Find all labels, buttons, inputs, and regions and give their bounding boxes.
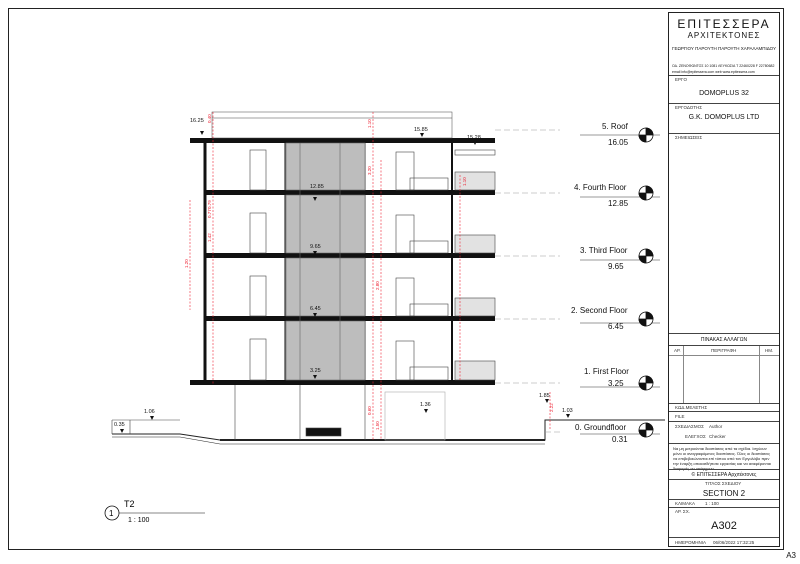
svg-text:1.42: 1.42 bbox=[207, 233, 212, 242]
drawing-title: SECTION 2 bbox=[702, 489, 746, 498]
sheet-number: A302 bbox=[711, 520, 737, 532]
notice: Να μη μετρούνται διαστάσεις από τα σχέδι… bbox=[669, 443, 779, 471]
spot-levels: 16.25 15.85 15.28 12.85 9.65 6.45 3.25 1… bbox=[114, 118, 573, 428]
drawn-row: ΣΧΕΔΙΑΣΜΟΣ Author ΕΛΕΓΧΟΣ Checker bbox=[669, 421, 779, 443]
spot-ground-right2: 1.03 bbox=[562, 408, 573, 414]
level-markers bbox=[638, 127, 654, 438]
view-tag: 1 T2 1 : 100 bbox=[104, 499, 205, 524]
level-elev-f2: 6.45 bbox=[608, 322, 624, 331]
copyright-row: © ΕΠΙΤΕΣΣΕΡΑ Αρχιτέκτονες bbox=[669, 469, 779, 479]
firm-address: ΟΔ. ΖΕΝΟΦΩΝΤΟΣ 10 1081 ΛΕΥΚΩΣΙΑ T 224602… bbox=[672, 64, 775, 68]
level-leaders bbox=[495, 129, 560, 433]
view-tag-name: T2 bbox=[124, 499, 135, 509]
level-name-ground: 0. Groundfloor bbox=[575, 423, 626, 432]
level-marker-f4 bbox=[638, 185, 654, 201]
spot-f4: 12.85 bbox=[310, 184, 324, 190]
svg-text:0.60: 0.60 bbox=[367, 406, 372, 415]
doors bbox=[249, 149, 415, 381]
firm-name: ΕΠΙΤΕΣΣΕΡΑ bbox=[677, 17, 771, 31]
svg-text:0.77: 0.77 bbox=[207, 209, 212, 218]
view-tag-number: 1 bbox=[109, 509, 114, 518]
floor-slabs bbox=[190, 138, 495, 385]
code-row: ΚΩΔ.ΜΕΛΕΤΗΣ bbox=[669, 403, 779, 411]
level-elev-ground: 0.31 bbox=[612, 435, 628, 444]
spot-ground-left: 1.06 bbox=[144, 409, 155, 415]
project-name: DOMOPLUS 32 bbox=[699, 90, 749, 97]
level-elev-f3: 9.65 bbox=[608, 262, 624, 271]
level-name-f4: 4. Fourth Floor bbox=[574, 183, 627, 192]
spot-roof-top: 16.25 bbox=[190, 118, 204, 124]
drawing-title-row: ΤΙΤΛΟΣ ΣΧΕΔΙΟΥ SECTION 2 bbox=[669, 479, 779, 499]
level-marker-roof bbox=[638, 127, 654, 143]
level-name-f1: 1. First Floor bbox=[584, 367, 629, 376]
svg-text:0.79: 0.79 bbox=[207, 200, 212, 209]
level-elev-roof: 16.05 bbox=[608, 138, 629, 147]
sheet-number-row: ΑΡ. ΣΧ. A302 bbox=[669, 507, 779, 537]
client-row: ΕΡΓΟΔΟΤΗΣ G.K. DOMOPLUS LTD bbox=[669, 103, 779, 133]
svg-text:1.20: 1.20 bbox=[184, 259, 189, 268]
spot-ground-mid: 1.36 bbox=[420, 402, 431, 408]
level-name-roof: 5. Roof bbox=[602, 122, 629, 131]
level-marker-f3 bbox=[638, 248, 654, 264]
spot-parapet: 15.85 bbox=[414, 127, 428, 133]
left-ramp bbox=[111, 419, 180, 434]
svg-text:3.20: 3.20 bbox=[367, 166, 372, 175]
notes-row: ΣΗΜΕΙΩΣΕΙΣ bbox=[669, 133, 779, 333]
kitchen-units bbox=[409, 177, 449, 381]
roof-railing bbox=[211, 111, 453, 139]
svg-text:1.10: 1.10 bbox=[462, 177, 467, 186]
revisions-table: ΑΡ. ΠΕΡΙΓΡΑΦΗ ΗΜ. bbox=[669, 345, 779, 403]
ground-line bbox=[112, 419, 665, 445]
firm-contact: email info@epitessera.com web www.epites… bbox=[672, 70, 755, 74]
svg-text:1.50: 1.50 bbox=[375, 421, 380, 430]
level-elev-f4: 12.85 bbox=[608, 199, 629, 208]
title-block: ΕΠΙΤΕΣΣΕΡΑ ΑΡΧΙΤΕΚΤΟΝΕΣ ΓΕΩΡΓΙΟΥ ΠΑΡΟΥΤΗ… bbox=[668, 12, 780, 547]
sheet-border bbox=[8, 8, 784, 550]
project-row: ΕΡΓΟ DOMOPLUS 32 bbox=[669, 75, 779, 103]
level-marker-f2 bbox=[638, 311, 654, 327]
spot-f2: 6.45 bbox=[310, 306, 321, 312]
file-row: FILE bbox=[669, 411, 779, 421]
spot-ground-far-left: 0.35 bbox=[114, 422, 125, 428]
svg-text:0.40: 0.40 bbox=[207, 114, 212, 123]
level-labels: 5. Roof 16.05 4. Fourth Floor 12.85 3. T… bbox=[571, 122, 629, 444]
level-name-f2: 2. Second Floor bbox=[571, 306, 628, 315]
spot-f1: 3.25 bbox=[310, 368, 321, 374]
spot-ground-right1: 1.85 bbox=[539, 393, 550, 399]
svg-text:1.10: 1.10 bbox=[367, 119, 372, 128]
client-name: G.K. DOMOPLUS LTD bbox=[688, 114, 760, 121]
balconies bbox=[454, 149, 496, 381]
level-elev-f1: 3.25 bbox=[608, 379, 624, 388]
firm-partners: ΓΕΩΡΓΙΟΥ ΠΑΡΟΥΤΗ ΠΑΡΟΥΤΗ ΧΑΡΑΛΑΜΠΙΔΟΥ bbox=[671, 46, 776, 51]
red-dimension-lines bbox=[189, 112, 551, 440]
level-marker-ground bbox=[638, 422, 654, 438]
core-shaft bbox=[285, 142, 366, 381]
date-row: ΗΜΕΡΟΜΗΝΙΑ 06/06/2022 17:32:25 bbox=[669, 537, 779, 547]
svg-text:2.80: 2.80 bbox=[375, 281, 380, 290]
view-tag-scale: 1 : 100 bbox=[128, 517, 150, 524]
revisions-title-row: ΠΙΝΑΚΑΣ ΑΛΛΑΓΩΝ bbox=[669, 333, 779, 345]
spot-level-triangles bbox=[120, 131, 570, 433]
spot-f3: 9.65 bbox=[310, 244, 321, 250]
spot-balcony-roof: 15.28 bbox=[467, 135, 481, 141]
level-marker-f1 bbox=[638, 375, 654, 391]
firm-subtitle: ΑΡΧΙΤΕΚΤΟΝΕΣ bbox=[687, 31, 761, 40]
level-name-f3: 3. Third Floor bbox=[580, 246, 628, 255]
ground-floor bbox=[234, 385, 446, 441]
svg-text:2.22: 2.22 bbox=[549, 403, 554, 412]
dimension-texts: 0.40 1.10 1.10 3.20 1.20 1.42 0.77 0.79 … bbox=[184, 114, 554, 430]
scale-row: ΚΛΙΜΑΚΑ 1 : 100 bbox=[669, 499, 779, 507]
sheet-size-label: A3 bbox=[786, 551, 796, 560]
